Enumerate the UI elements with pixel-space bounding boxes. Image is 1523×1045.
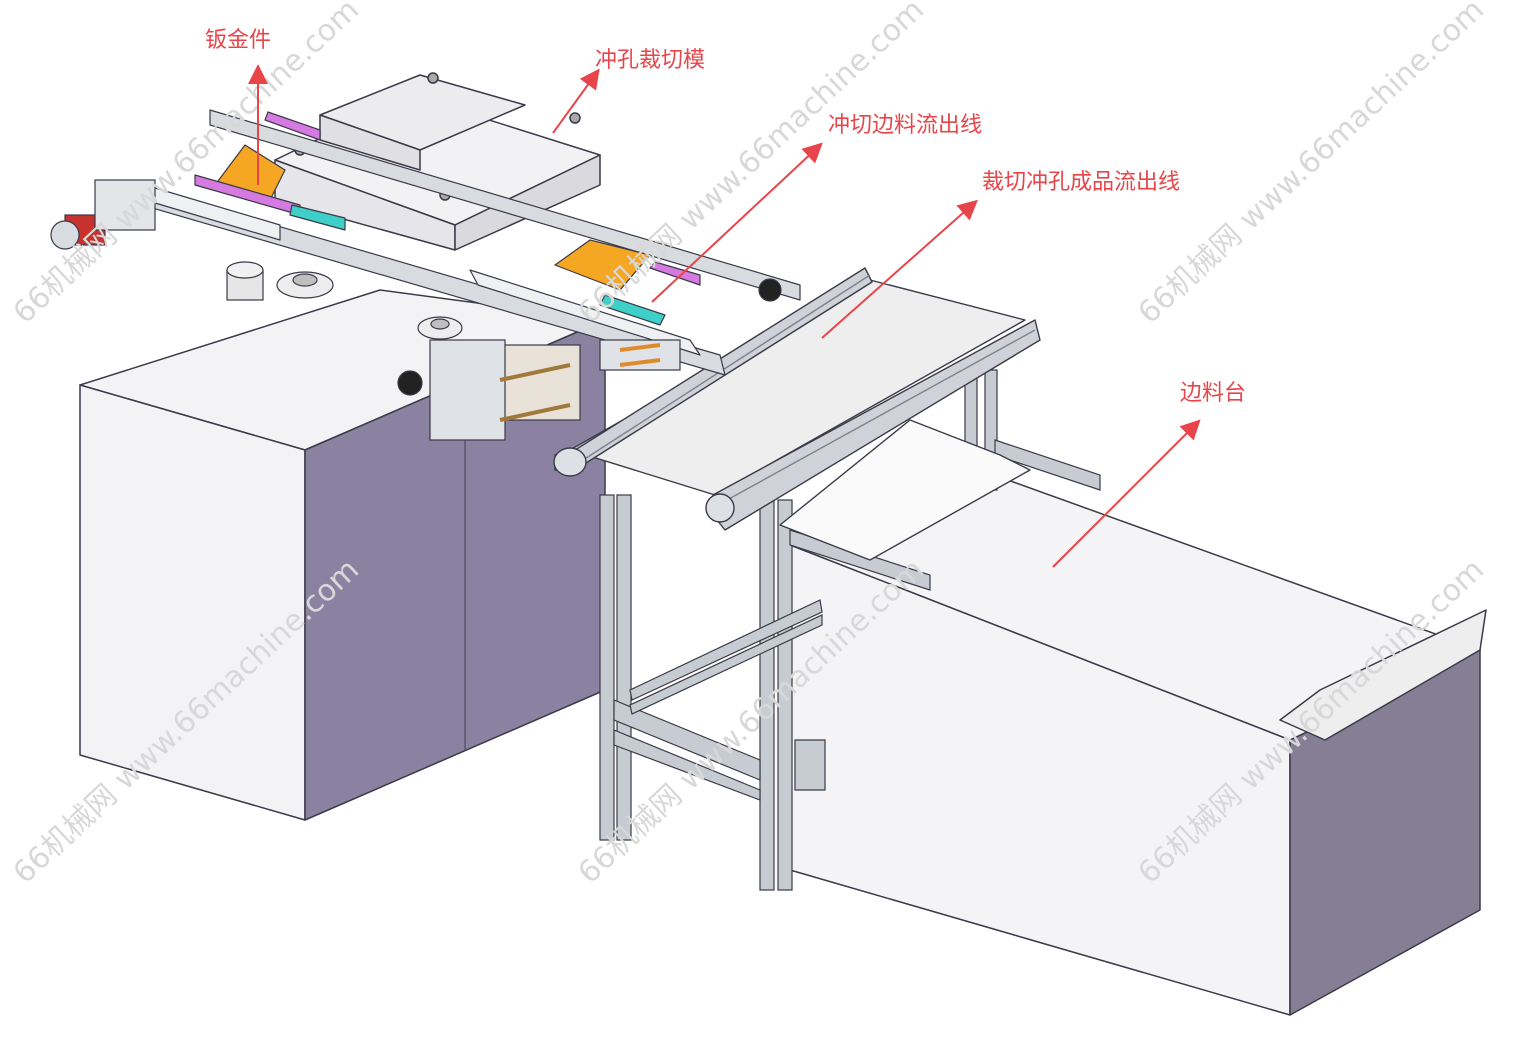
- conveyor-stand: [599, 369, 1101, 891]
- arrow-punch-die: [552, 68, 600, 134]
- sheet-metal-parts: [194, 111, 701, 326]
- label-sheet-metal: 钣金件: [205, 28, 272, 53]
- feed-motor: [50, 179, 156, 250]
- roller-assembly: [226, 261, 782, 441]
- arrow-scrap-line: [651, 142, 823, 303]
- scrap-table: [789, 469, 1487, 1016]
- label-punch-die: 冲孔裁切模: [595, 48, 706, 73]
- watermark-text: 66机械网 www.66machine.com: [1132, 0, 1491, 331]
- machine-cabinet: [79, 289, 606, 821]
- label-product-line: 裁切冲孔成品流出线: [982, 170, 1181, 195]
- label-scrap-table: 边料台: [1180, 381, 1247, 406]
- arrow-scrap-table: [1052, 419, 1201, 568]
- label-scrap-line: 冲切边料流出线: [828, 113, 983, 138]
- arrow-product-line: [821, 199, 978, 339]
- callout-arrows: [248, 64, 1201, 568]
- feed-rails: [119, 109, 801, 376]
- punch-cutting-die: [274, 72, 601, 251]
